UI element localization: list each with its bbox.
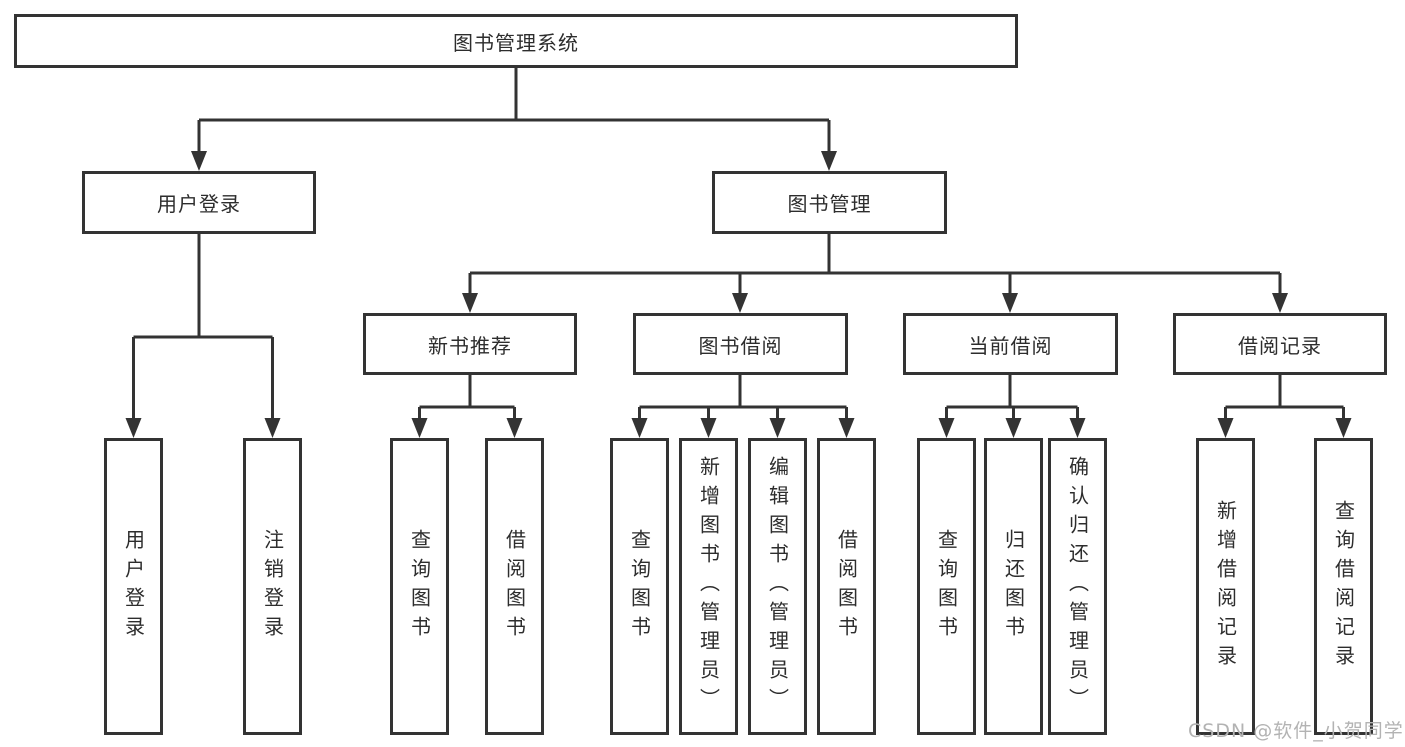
arrowheads-user-login xyxy=(125,418,281,438)
connector-root xyxy=(197,68,831,153)
node-library-management-system: 图书管理系统 xyxy=(14,14,1018,68)
csdn-watermark: CSDN @软件_小贺同学 xyxy=(1188,720,1404,742)
leaf-label: 确认归还（管理员） xyxy=(1065,456,1090,717)
leaf-label: 查询图书 xyxy=(407,528,432,645)
node-user-login: 用户登录 xyxy=(82,171,316,234)
leaf-label: 新增图书（管理员） xyxy=(696,456,721,717)
connector-new-book xyxy=(418,375,516,420)
leaf-query-borrow-record: 查询借阅记录 xyxy=(1314,438,1373,735)
arrowheads-book-mgmt xyxy=(462,293,1288,313)
connector-book-borrow xyxy=(638,375,848,420)
leaf-label: 查询图书 xyxy=(627,528,652,645)
arrowheads-root xyxy=(191,151,837,171)
leaf-return-books: 归还图书 xyxy=(984,438,1043,735)
connector-user-login xyxy=(132,234,274,420)
leaf-label: 归还图书 xyxy=(1001,528,1026,645)
arrowheads-cur-borrow xyxy=(938,418,1086,438)
leaf-user-login: 用户登录 xyxy=(104,438,163,735)
leaf-label: 查询图书 xyxy=(934,528,959,645)
node-book-management: 图书管理 xyxy=(712,171,947,234)
leaf-query-books-recommend: 查询图书 xyxy=(390,438,449,735)
node-label: 当前借阅 xyxy=(968,333,1053,358)
leaf-add-books-admin: 新增图书（管理员） xyxy=(679,438,738,735)
leaf-label: 用户登录 xyxy=(121,528,146,645)
leaf-confirm-return-admin: 确认归还（管理员） xyxy=(1048,438,1107,735)
arrowheads-new-book xyxy=(411,418,523,438)
leaf-label: 借阅图书 xyxy=(502,528,527,645)
node-borrowing-records: 借阅记录 xyxy=(1173,313,1387,375)
connector-cur-borrow xyxy=(945,375,1079,420)
connector-borrow-rec xyxy=(1224,375,1345,420)
arrowheads-borrow-rec xyxy=(1217,418,1352,438)
leaf-label: 借阅图书 xyxy=(834,528,859,645)
leaf-add-borrow-record: 新增借阅记录 xyxy=(1196,438,1255,735)
leaf-query-books-borrow: 查询图书 xyxy=(610,438,669,735)
connector-book-mgmt xyxy=(468,234,1282,295)
node-book-borrowing: 图书借阅 xyxy=(633,313,848,375)
arrowheads-book-borrow xyxy=(631,418,855,438)
node-label: 图书管理 xyxy=(787,192,872,216)
node-label: 图书管理系统 xyxy=(453,30,579,55)
leaf-query-books-current: 查询图书 xyxy=(917,438,976,735)
leaf-edit-books-admin: 编辑图书（管理员） xyxy=(748,438,807,735)
leaf-label: 查询借阅记录 xyxy=(1331,499,1356,674)
leaf-label: 注销登录 xyxy=(260,528,285,645)
node-label: 借阅记录 xyxy=(1238,333,1322,358)
node-label: 用户登录 xyxy=(157,192,241,216)
node-label: 新书推荐 xyxy=(428,333,512,358)
leaf-label: 新增借阅记录 xyxy=(1213,499,1238,674)
node-label: 图书借阅 xyxy=(698,333,783,358)
leaf-label: 编辑图书（管理员） xyxy=(765,456,790,717)
leaf-borrow-books-recommend: 借阅图书 xyxy=(485,438,544,735)
node-current-borrowing: 当前借阅 xyxy=(903,313,1118,375)
node-new-book-recommendation: 新书推荐 xyxy=(363,313,577,375)
leaf-borrow-books: 借阅图书 xyxy=(817,438,876,735)
leaf-logout: 注销登录 xyxy=(243,438,302,735)
